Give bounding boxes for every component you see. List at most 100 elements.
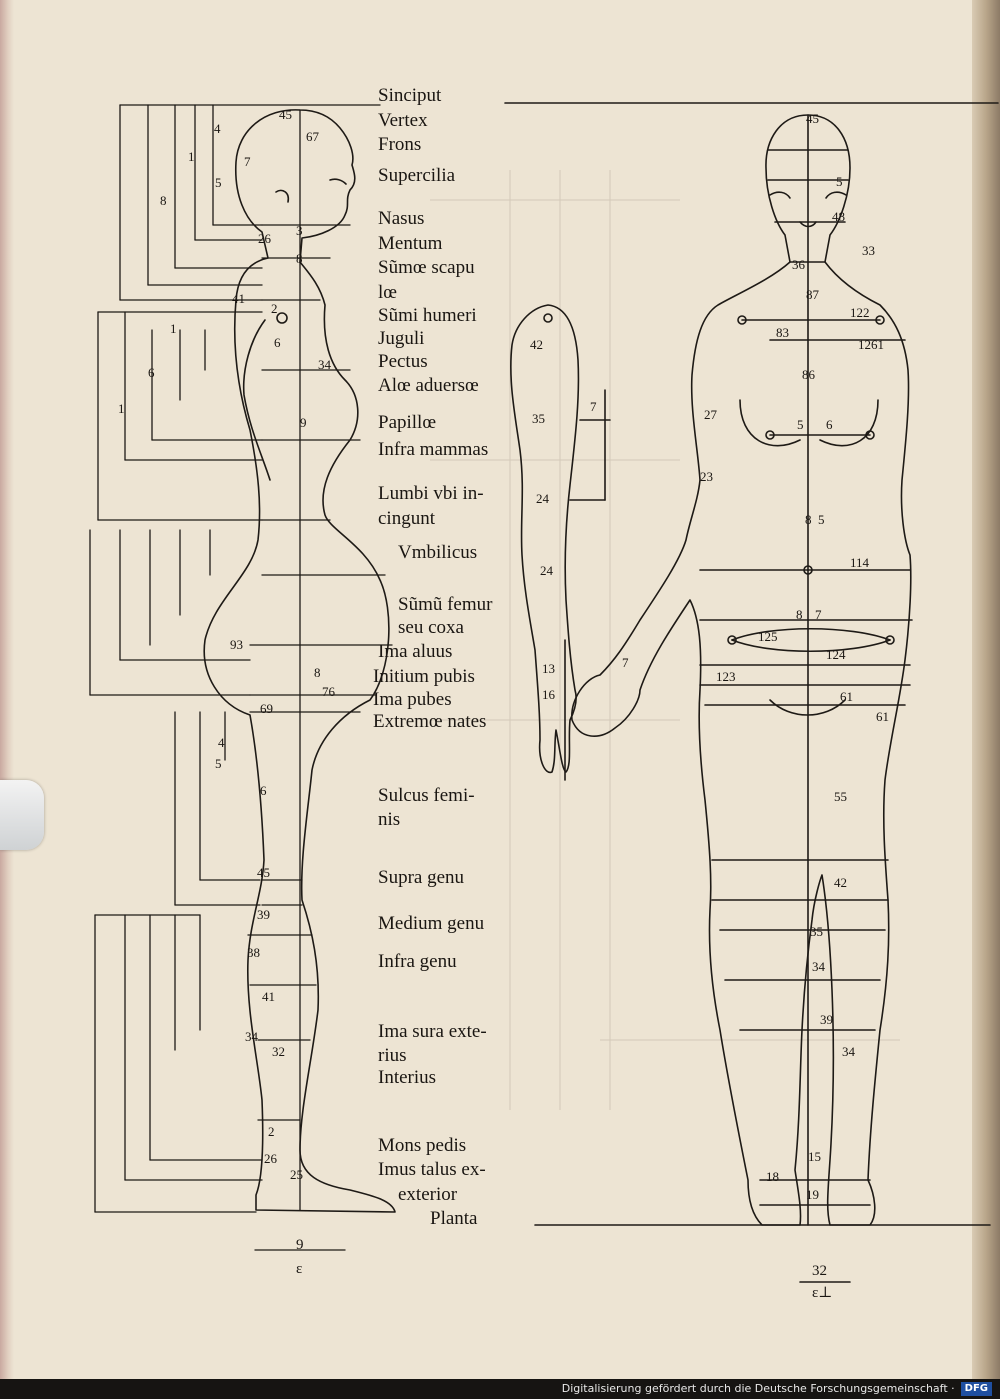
label-cingunt: cingunt <box>378 508 435 529</box>
annotation: 45 <box>257 865 270 880</box>
annotation: 19 <box>806 1187 819 1202</box>
footer-text: Digitalisierung gefördert durch die Deut… <box>561 1382 955 1395</box>
label-sulcus-femi: Sulcus femi- <box>378 785 475 806</box>
scale-left-top: 9 <box>296 1237 304 1253</box>
annotation: 123 <box>716 669 736 684</box>
annotation: 24 <box>536 491 549 506</box>
annotation: 125 <box>758 629 778 644</box>
annotation: 13 <box>542 661 555 676</box>
label-mentum: Mentum <box>378 233 443 254</box>
label-alae-aduersae: Alœ aduersœ <box>378 375 479 396</box>
annotation: 36 <box>792 257 805 272</box>
annotation: 61 <box>876 709 889 724</box>
label-extremae-nates: Extremœ nates <box>373 711 487 732</box>
scale-left-bottom: ε <box>296 1261 303 1277</box>
annotation: 5 <box>797 417 804 432</box>
label-infra-mammas: Infra mammas <box>378 439 489 460</box>
label-seu-coxa: seu coxa <box>398 617 464 638</box>
label-infra-genu: Infra genu <box>378 951 457 972</box>
label-nis: nis <box>378 809 401 830</box>
label-exterior: exterior <box>398 1184 458 1205</box>
label-summae-scapu: Sũmœ scapu <box>378 257 475 278</box>
annotation: 5 <box>215 175 222 190</box>
page-edge-left <box>0 0 14 1380</box>
annotation: 2 <box>268 1124 275 1139</box>
annotation: 33 <box>862 243 875 258</box>
label-ima-aluus: Ima aluus <box>378 641 453 662</box>
arm-figure-outline <box>510 304 611 781</box>
annotation: 2 <box>271 301 278 316</box>
annotation: 6 <box>148 365 155 380</box>
label-nasus: Nasus <box>378 208 425 229</box>
label-lae: lœ <box>378 282 397 303</box>
annotation: 7 <box>815 607 822 622</box>
scale-right-top: 32 <box>812 1263 827 1279</box>
label-summum-femur: Sũmũ femur <box>398 594 493 615</box>
annotation: 41 <box>232 291 245 306</box>
annotation: 8 <box>296 251 303 266</box>
annotation: 35 <box>810 924 823 939</box>
side-figure-measure-lines <box>89 104 393 1251</box>
annotation: 93 <box>230 637 243 652</box>
annotation: 61 <box>840 689 853 704</box>
annotation: 55 <box>834 789 847 804</box>
annotation: 4 <box>218 735 225 750</box>
label-initium-pubis: Initium pubis <box>373 666 475 687</box>
annotation: 35 <box>532 411 545 426</box>
annotation: 45 <box>279 107 292 122</box>
page-edge-right <box>972 0 1000 1380</box>
label-medium-genu: Medium genu <box>378 913 485 934</box>
annotation: 25 <box>290 1167 303 1182</box>
page-clip <box>0 780 44 850</box>
annotation: 6 <box>826 417 833 432</box>
annotation: 86 <box>802 367 815 382</box>
annotation: 26 <box>264 1151 277 1166</box>
label-planta: Planta <box>430 1208 478 1229</box>
annotation: 124 <box>826 647 846 662</box>
annotation: 1 <box>170 321 177 336</box>
annotation: 42 <box>530 337 543 352</box>
annotation: 15 <box>808 1149 821 1164</box>
annotation: 8 <box>805 512 812 527</box>
label-sinciput: Sinciput <box>378 85 442 106</box>
label-imus-talus: Imus talus ex- <box>378 1159 486 1180</box>
annotation: 1261 <box>858 337 884 352</box>
annotation: 39 <box>820 1012 833 1027</box>
annotation: 8 <box>314 665 321 680</box>
annotation: 7 <box>244 154 251 169</box>
annotation: 6 <box>274 335 281 350</box>
annotation: 23 <box>700 469 713 484</box>
annotation: 5 <box>215 756 222 771</box>
label-supercilia: Supercilia <box>378 165 456 186</box>
annotation: 69 <box>260 701 273 716</box>
annotation: 8 <box>160 193 167 208</box>
annotation: 16 <box>542 687 555 702</box>
label-vmbilicus: Vmbilicus <box>398 542 478 563</box>
label-vertex: Vertex <box>378 110 428 131</box>
label-mons-pedis: Mons pedis <box>378 1135 467 1156</box>
label-rius: rius <box>378 1045 407 1066</box>
label-interius: Interius <box>378 1067 437 1088</box>
annotation: 76 <box>322 684 335 699</box>
annotation: 24 <box>540 563 553 578</box>
annotation: 4 <box>214 121 221 136</box>
front-figure-outline <box>571 114 913 1226</box>
annotation: 87 <box>806 287 819 302</box>
annotation: 114 <box>850 555 870 570</box>
annotation: 3 <box>296 223 303 238</box>
annotation: 9 <box>300 415 307 430</box>
footer-bar: Digitalisierung gefördert durch die Deut… <box>0 1379 1000 1399</box>
annotation: 34 <box>318 357 331 372</box>
annotation: 1 <box>118 401 125 416</box>
annotation: 26 <box>258 231 271 246</box>
dfg-logo: DFG <box>960 1382 992 1396</box>
annotation: 41 <box>262 989 275 1004</box>
annotation: 5 <box>836 174 843 189</box>
annotation: 34 <box>812 959 825 974</box>
label-juguli: Juguli <box>378 328 425 349</box>
annotation: 18 <box>766 1169 779 1184</box>
